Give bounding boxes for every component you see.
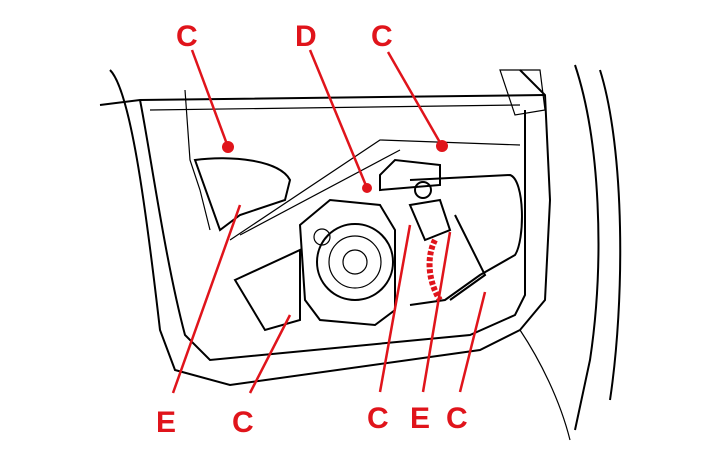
callout-c-bottom-3: C — [446, 402, 468, 435]
callout-c-top-right: C — [371, 20, 393, 53]
callout-c-bottom-1: C — [232, 406, 254, 439]
callout-c-bottom-2: C — [367, 402, 389, 435]
door-outline — [99, 64, 622, 441]
speaker — [298, 198, 396, 327]
window-regulator — [222, 140, 487, 302]
callout-d: D — [295, 20, 317, 53]
callout-c-top-left: C — [176, 20, 198, 53]
callout-e-left: E — [156, 406, 176, 439]
callout-e-right: E — [410, 402, 430, 435]
callout-leaders — [171, 49, 487, 394]
